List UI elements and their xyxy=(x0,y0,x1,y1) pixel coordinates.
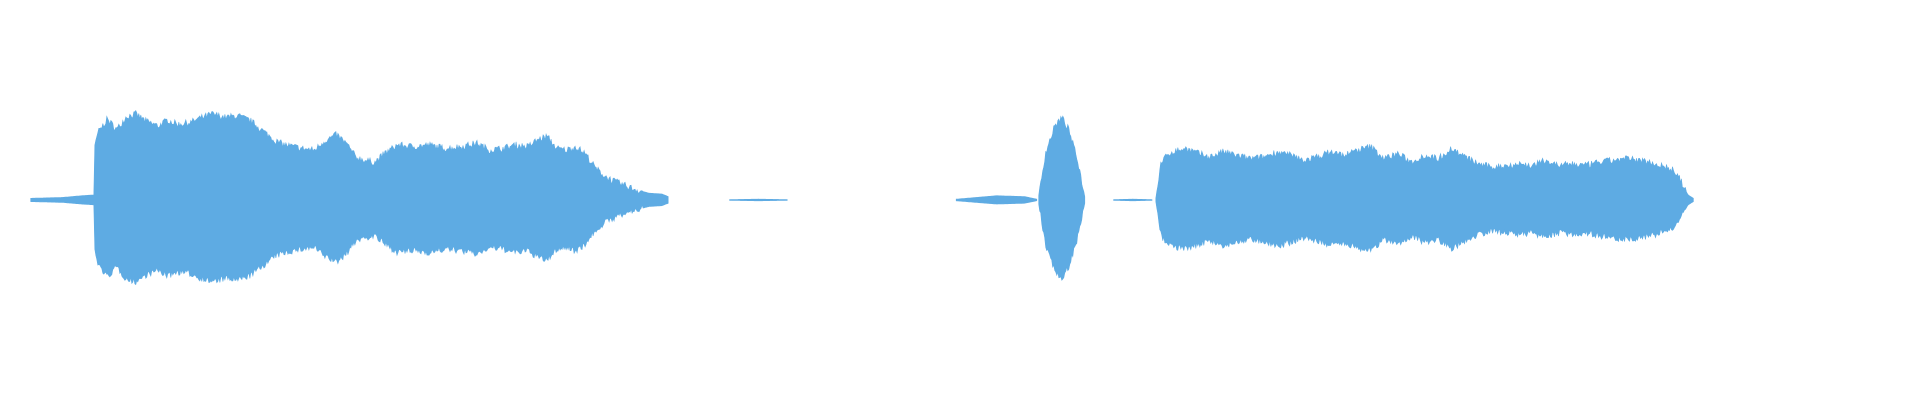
waveform-segment-3 xyxy=(955,195,1038,205)
waveform-segment-4 xyxy=(1038,115,1086,281)
waveform-segment-1 xyxy=(30,110,669,286)
waveform-segment-5 xyxy=(1113,198,1153,202)
waveform-segment-6 xyxy=(1155,143,1694,253)
waveform-segment-2 xyxy=(729,198,788,202)
